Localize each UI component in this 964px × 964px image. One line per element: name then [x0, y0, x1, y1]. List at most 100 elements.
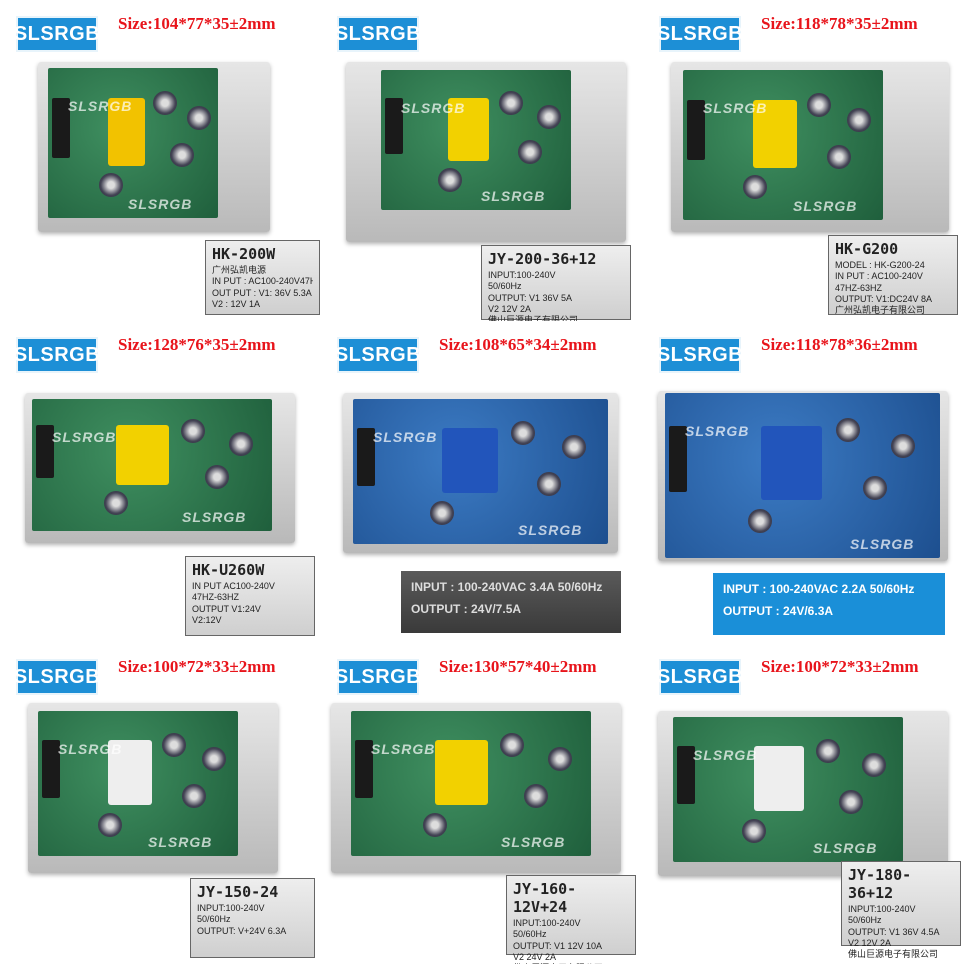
- spec-line: 50/60Hz: [488, 281, 522, 292]
- terminal-block: [355, 740, 373, 798]
- capacitor: [187, 105, 212, 130]
- watermark: SLSRGB: [518, 522, 583, 538]
- spec-line: V2 : 12V 1A: [212, 298, 261, 309]
- model-name: JY-150-24: [197, 883, 279, 901]
- capacitor: [863, 475, 887, 500]
- watermark: SLSRGB: [501, 834, 566, 850]
- spec-line: OUT PUT : V1: 36V 5.3A: [212, 287, 312, 298]
- watermark: SLSRGB: [813, 840, 878, 856]
- spec-line: OUTPUT: V1 36V 4.5A: [848, 926, 940, 937]
- capacitor: [838, 789, 863, 814]
- spec-line: INPUT:100-240V: [488, 270, 556, 280]
- watermark: SLSRGB: [128, 196, 193, 212]
- capacitor: [523, 783, 548, 808]
- terminal-block: [669, 426, 687, 492]
- spec-line: OUTPUT V1:24V: [192, 603, 261, 614]
- capacitor: [517, 140, 542, 164]
- watermark: SLSRGB: [182, 509, 247, 525]
- spec-line: INPUT : 100-240VAC 2.2A 50/60Hz: [723, 582, 915, 596]
- capacitor: [438, 168, 462, 192]
- watermark: SLSRGB: [148, 834, 213, 850]
- brand-badge: SLSRGB: [335, 659, 421, 695]
- spec-line: OUTPUT : 24V/6.3A: [723, 603, 834, 618]
- capacitor: [743, 175, 767, 199]
- capacitor: [204, 465, 229, 489]
- brand-badge: SLSRGB: [14, 16, 100, 52]
- spec-line: V2 12V 2A: [848, 937, 892, 948]
- model-name: JY-160-12V+24: [513, 880, 577, 916]
- transformer: [442, 428, 499, 494]
- spec-line: INPUT:100-240V: [848, 904, 916, 914]
- transformer: [761, 426, 822, 501]
- spec-line: V2 12V 2A: [488, 303, 532, 314]
- capacitor: [98, 812, 122, 837]
- model-name: JY-200-36+12: [488, 250, 597, 268]
- capacitor: [99, 173, 123, 197]
- capacitor: [170, 143, 195, 167]
- capacitor: [807, 92, 831, 117]
- spec-line: V2:12V: [192, 614, 222, 625]
- brand-badge: SLSRGB: [657, 16, 743, 52]
- terminal-block: [687, 100, 705, 160]
- watermark: SLSRGB: [693, 747, 758, 763]
- size-text: Size:118*78*35±2mm: [761, 14, 918, 33]
- watermark: SLSRGB: [68, 98, 133, 114]
- capacitor: [429, 500, 454, 525]
- capacitor: [228, 432, 253, 456]
- spec-line: MODEL : HK-G200-24: [835, 260, 925, 270]
- spec-line: OUTPUT: V+24V 6.3A: [197, 925, 287, 936]
- model-name: HK-G200: [835, 240, 899, 258]
- spec-line: 广州弘凯电子有限公司: [835, 305, 926, 315]
- capacitor: [180, 418, 205, 443]
- size-text: Size:118*78*36±2mm: [761, 335, 918, 354]
- size-text: Size:128*76*35±2mm: [118, 335, 276, 354]
- spec-line: 50/60Hz: [848, 915, 882, 926]
- brand-badge: SLSRGB: [14, 337, 100, 373]
- capacitor: [104, 491, 128, 516]
- spec-line: 广州弘凯电源: [212, 265, 267, 275]
- watermark: SLSRGB: [373, 429, 438, 445]
- spec-line: INPUT:100-240V: [513, 918, 581, 928]
- terminal-block: [36, 425, 54, 479]
- size-text: Size:104*77*35±2mm: [118, 14, 276, 33]
- terminal-block: [42, 740, 60, 798]
- transformer: [108, 740, 152, 806]
- watermark: SLSRGB: [401, 100, 466, 116]
- spec-line: OUTPUT: V1:DC24V 8A: [835, 293, 933, 304]
- spec-line: OUTPUT: V1 36V 5A: [488, 292, 573, 303]
- spec-line: OUTPUT : 24V/7.5A: [411, 601, 522, 616]
- spec-line: OUTPUT: V1 12V 10A: [513, 940, 603, 951]
- spec-line: V2 24V 2A: [513, 951, 557, 962]
- size-text: Size:100*72*33±2mm: [118, 657, 276, 676]
- brand-badge: SLSRGB: [335, 337, 421, 373]
- capacitor: [890, 434, 915, 459]
- capacitor: [162, 732, 186, 757]
- spec-line: 50/60Hz: [197, 914, 231, 925]
- model-name: HK-200W: [212, 245, 276, 263]
- spec-line: IN PUT AC100-240V: [192, 581, 275, 591]
- capacitor: [202, 747, 226, 772]
- terminal-block: [385, 98, 403, 154]
- size-text: Size:100*72*33±2mm: [761, 657, 919, 676]
- spec-line: 47HZ-63HZ: [835, 282, 883, 293]
- spec-line: 47HZ-63HZ: [192, 592, 240, 603]
- watermark: SLSRGB: [371, 741, 436, 757]
- transformer: [753, 746, 805, 812]
- capacitor: [182, 783, 206, 808]
- transformer: [753, 100, 797, 168]
- capacitor: [423, 812, 447, 837]
